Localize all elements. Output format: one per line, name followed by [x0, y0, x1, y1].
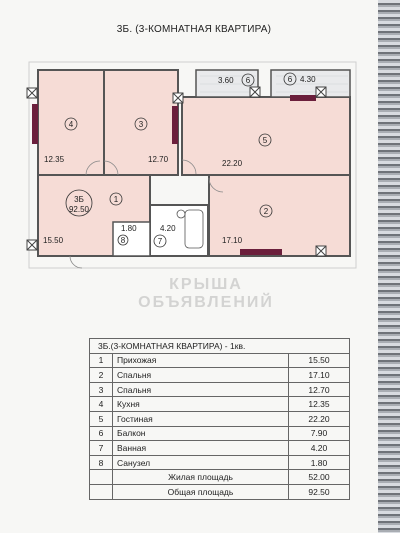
- window-bedroom2: [240, 249, 282, 255]
- room-num-3: 3: [139, 120, 144, 129]
- page-title: 3Б. (3-КОМНАТНАЯ КВАРТИРА): [116, 24, 272, 35]
- table-row: 5 Гостиная 22.20: [89, 410, 350, 427]
- table-row: 2 Спальня 17.10: [89, 367, 350, 383]
- watermark-line2: ОБЪЯВЛЕНИЙ: [138, 294, 274, 311]
- table-total-row: Общая площадь 92.50: [89, 483, 350, 500]
- unit-label: 3Б: [74, 195, 84, 204]
- room-5: [181, 96, 351, 176]
- table-total-row: Жилая площадь 52.00: [89, 469, 350, 485]
- balcony-left: [195, 69, 259, 98]
- window-living: [290, 95, 316, 101]
- window-kitchen: [32, 104, 38, 144]
- watermark: КРЫША ОБЪЯВЛЕНИЙ: [96, 276, 316, 312]
- room-area-4: 12.35: [44, 155, 65, 164]
- bathtub: [184, 209, 204, 249]
- room-num-5: 5: [263, 136, 268, 145]
- room-num-2: 2: [264, 207, 269, 216]
- room-num-8: 8: [121, 236, 126, 245]
- room-num-7: 7: [158, 237, 163, 246]
- room-area-6b: 4.30: [300, 75, 316, 84]
- room-num-1: 1: [114, 195, 119, 204]
- room-3: [103, 69, 179, 176]
- room-num-6a: 6: [246, 76, 251, 85]
- doors: [69, 159, 224, 269]
- room-area-8: 1.80: [121, 224, 137, 233]
- toilet-block: [112, 221, 151, 257]
- room-area-3: 12.70: [148, 155, 169, 164]
- table-row: 8 Санузел 1.80: [89, 454, 350, 471]
- balcony-right: [270, 69, 351, 98]
- table-header-row: 3Б.(3-КОМНАТНАЯ КВАРТИРА) - 1кв.: [89, 338, 350, 354]
- table-row: 3 Спальня 12.70: [89, 381, 350, 398]
- room-area-2: 17.10: [222, 236, 243, 245]
- room-area-5: 22.20: [222, 159, 243, 168]
- table-row: 4 Кухня 12.35: [89, 396, 350, 412]
- plan-frame: [28, 61, 357, 269]
- table-header: 3Б.(3-КОМНАТНАЯ КВАРТИРА) - 1кв.: [89, 338, 350, 354]
- area-table: 3Б.(3-КОМНАТНАЯ КВАРТИРА) - 1кв. 1 Прихо…: [89, 338, 350, 500]
- room-area-7: 4.20: [160, 224, 176, 233]
- window-bedroom3: [172, 106, 178, 144]
- room-area-6a: 3.60: [218, 76, 234, 85]
- vent-boxes: [26, 86, 327, 257]
- room-2: [208, 174, 351, 257]
- table-row: 6 Балкон 7.90: [89, 425, 350, 442]
- balcony-tiles: [200, 75, 348, 93]
- room-area-1: 15.50: [43, 236, 64, 245]
- room-num-6b: 6: [288, 75, 293, 84]
- binder-rings: [378, 0, 400, 533]
- table-row: 1 Прихожая 15.50: [89, 352, 350, 369]
- floor-plan: 4 3 5 1 2 6 6 7 8 3Б 92.50 12.35 12.70 2…: [26, 61, 357, 269]
- watermark-line1: КРЫША: [169, 276, 243, 293]
- unit-area: 92.50: [69, 205, 90, 214]
- sink: [176, 209, 186, 219]
- room-number-circles: [64, 72, 297, 248]
- table-row: 7 Ванная 4.20: [89, 440, 350, 456]
- room-num-4: 4: [69, 120, 74, 129]
